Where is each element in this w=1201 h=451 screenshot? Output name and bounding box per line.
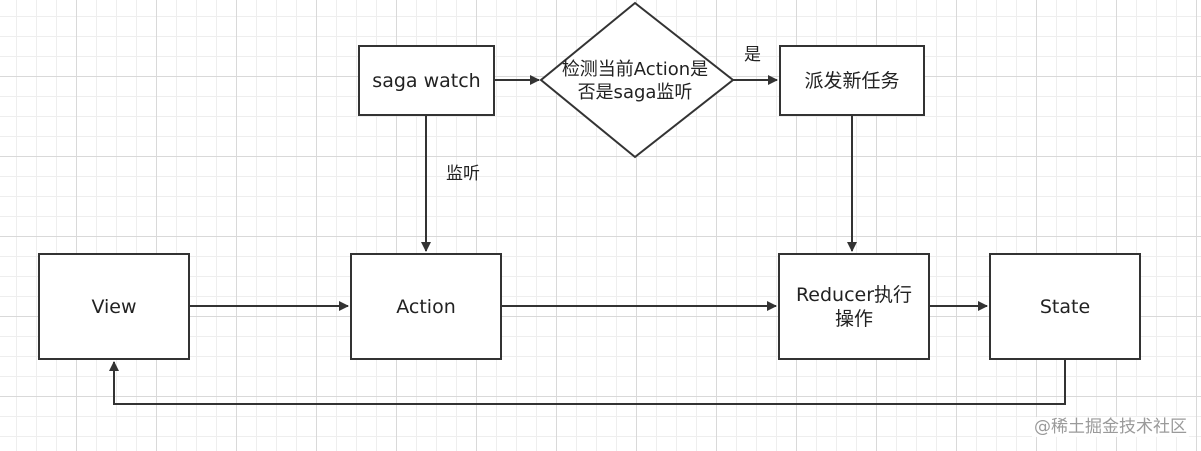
yes-edge-label: 是 [744,45,761,65]
action-node: Action [350,253,502,360]
state-label: State [1039,295,1091,318]
listen-edge-label: 监听 [446,164,480,184]
saga-watch-node: saga watch [358,45,495,116]
view-node: View [38,253,190,360]
state-node: State [989,253,1141,360]
edge-state-to-view [109,360,1066,405]
reducer-label: Reducer执行操作 [795,283,913,330]
saga-watch-label: saga watch [372,69,481,92]
decision-label: 检测当前Action是否是saga监听 [561,59,709,103]
watermark: @稀土掘金技术社区 [1032,417,1189,437]
decision-diamond [539,1,735,159]
action-label: Action [396,295,456,318]
dispatch-label: 派发新任务 [804,69,900,92]
view-label: View [91,295,137,318]
dispatch-node: 派发新任务 [779,45,925,116]
reducer-node: Reducer执行操作 [778,253,930,360]
